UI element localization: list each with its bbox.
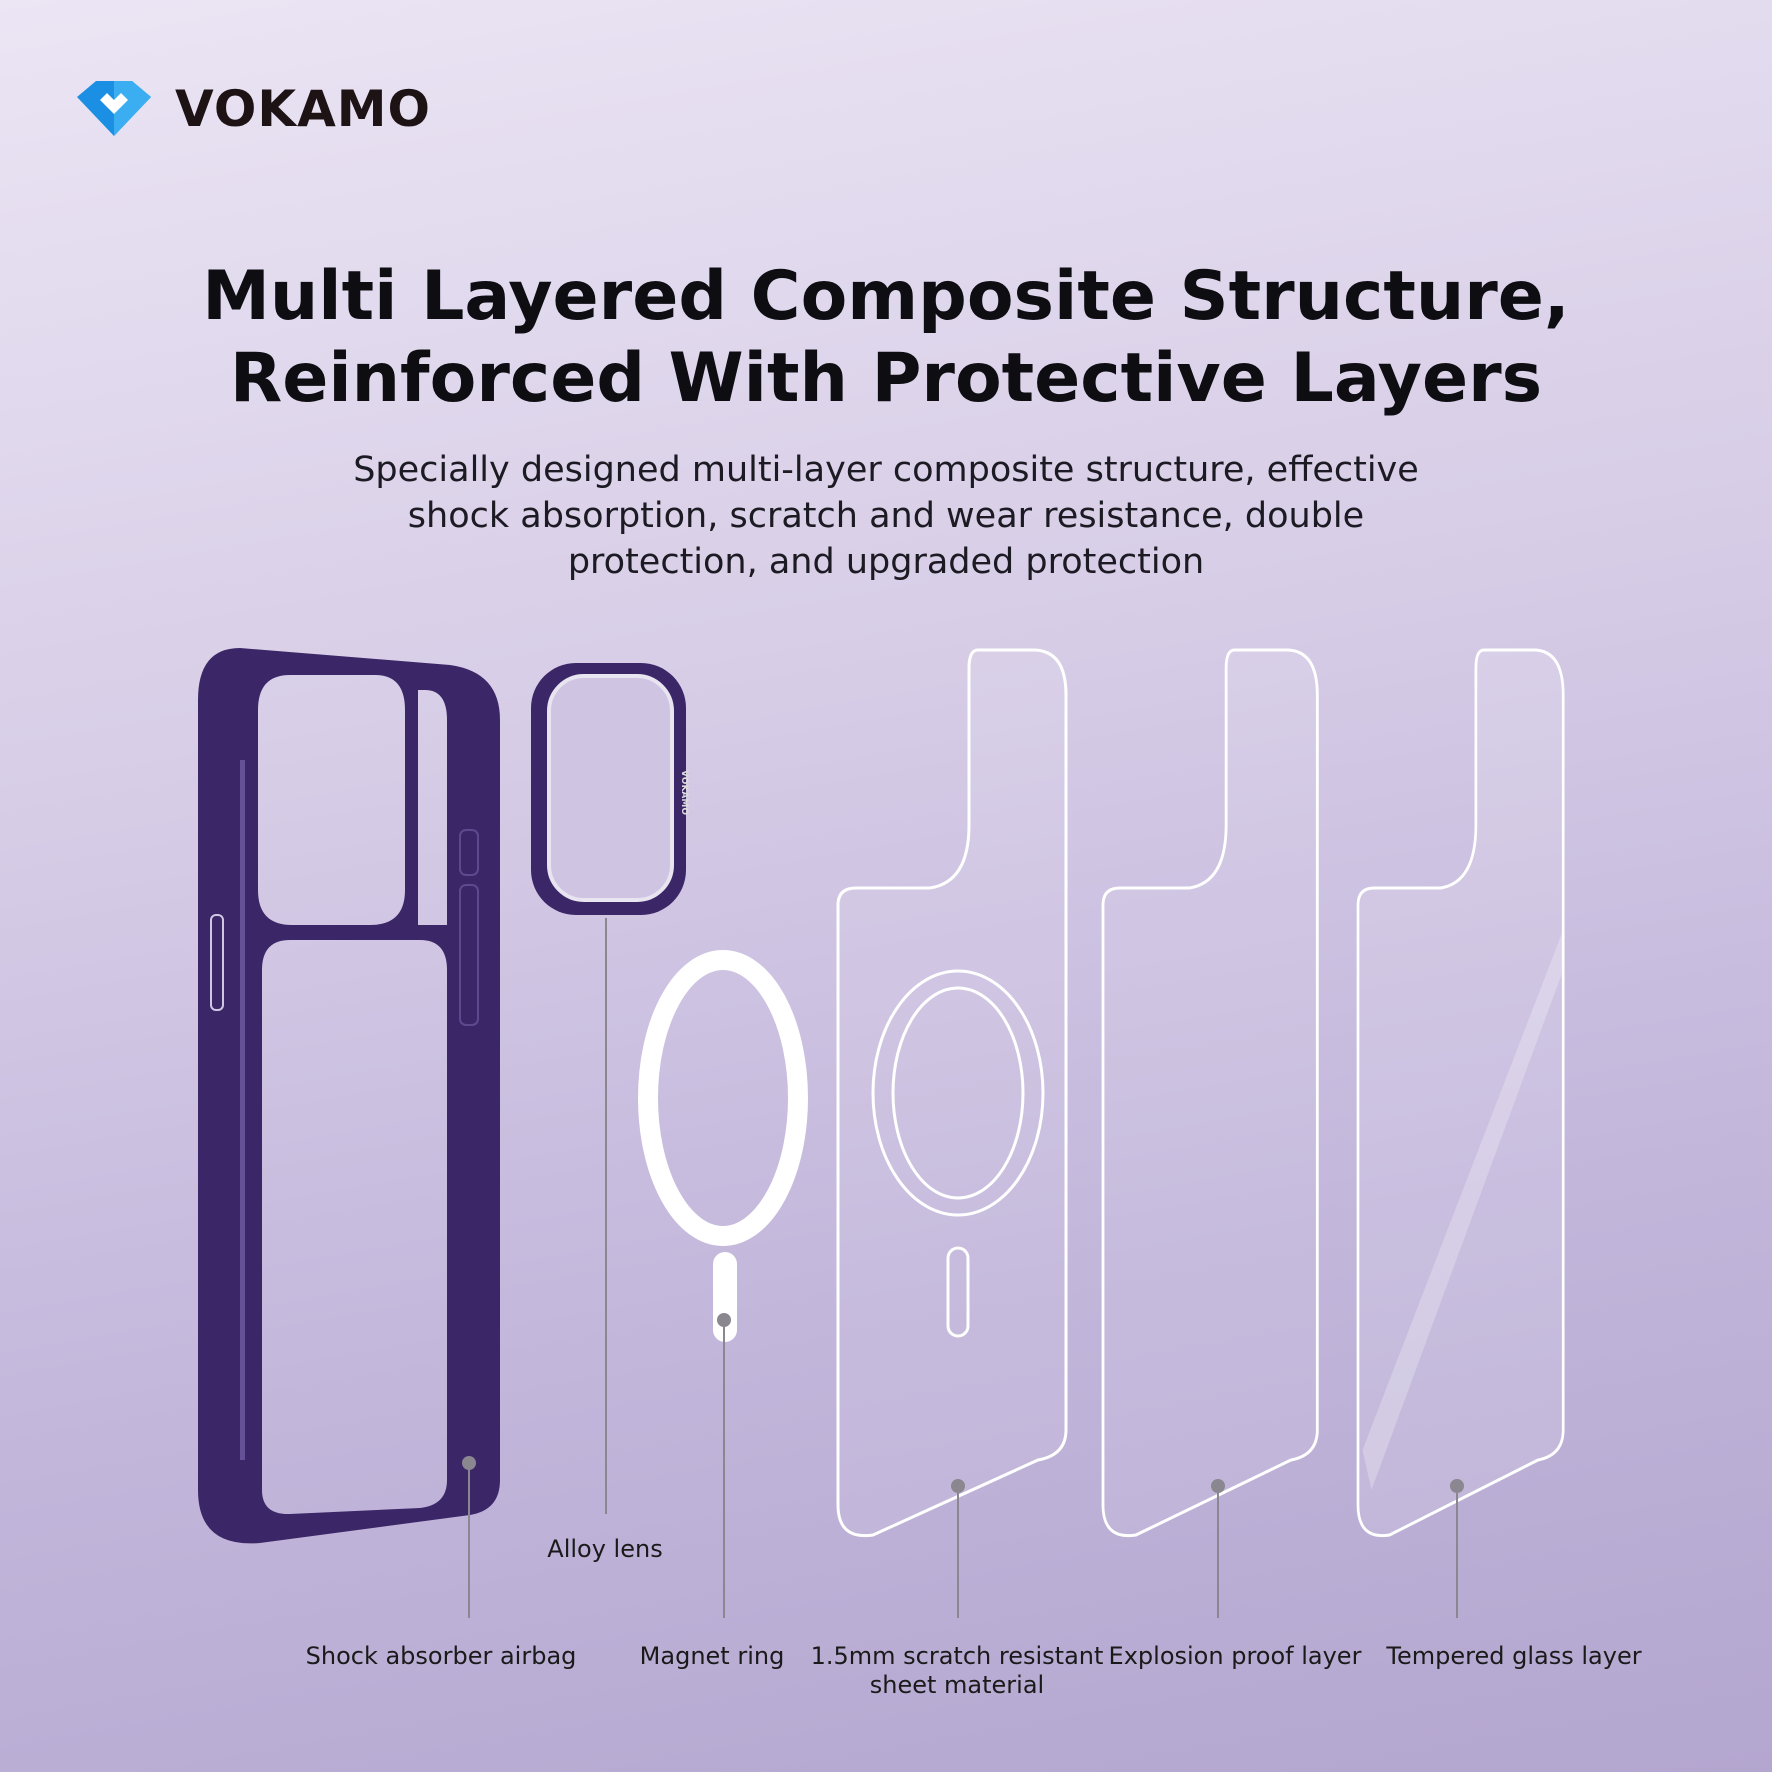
label-tempered-glass: Tempered glass layer [1386, 1642, 1642, 1670]
headline-line1: Multi Layered Composite Structure, [202, 257, 1570, 336]
label-explosion-proof: Explosion proof layer [1108, 1642, 1362, 1670]
subtitle-line1: Specially designed multi-layer composite… [353, 450, 1419, 490]
label-sheet-line2: sheet material [869, 1671, 1045, 1699]
tempered-glass-layer [1356, 648, 1565, 1538]
explosion-proof-layer [1101, 648, 1319, 1538]
shock-absorber-case [198, 648, 500, 1544]
headline-line2: Reinforced With Protective Layers [229, 339, 1543, 418]
label-magnet-ring: Magnet ring [639, 1642, 785, 1670]
label-shock-absorber: Shock absorber airbag [305, 1642, 577, 1670]
label-sheet: 1.5mm scratch resistant sheet material [811, 1642, 1104, 1700]
leader-lines [468, 918, 1458, 1618]
subtitle-line3: protection, and upgraded protection [567, 542, 1205, 582]
brand-name: VOKAMO [175, 80, 432, 138]
scratch-resistant-sheet [836, 648, 1068, 1538]
leader-dots [462, 1313, 1464, 1493]
lens-brand-text: VOKAMO [679, 770, 689, 815]
vokamo-logo-icon [77, 81, 151, 136]
subtitle-line2: shock absorption, scratch and wear resis… [407, 496, 1365, 536]
alloy-lens: VOKAMO [531, 663, 689, 915]
magnet-ring [638, 950, 808, 1342]
label-sheet-line1: 1.5mm scratch resistant [810, 1642, 1104, 1670]
label-alloy-lens: Alloy lens [547, 1535, 663, 1563]
